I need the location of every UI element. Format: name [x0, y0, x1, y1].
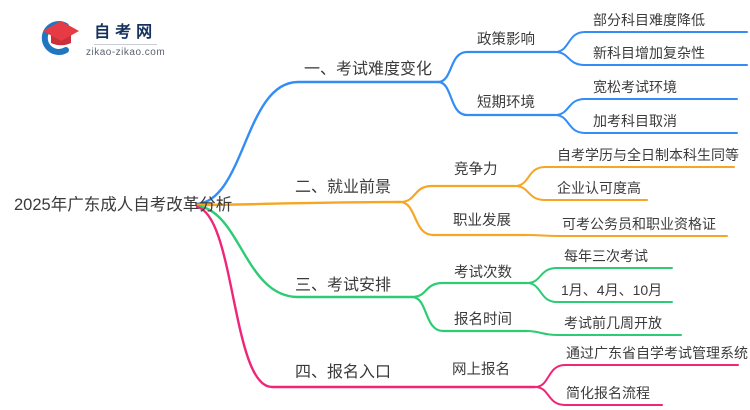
leaf-node-simplified-process[interactable]: 简化报名流程	[566, 385, 650, 401]
wire	[534, 386, 663, 406]
wire	[526, 282, 673, 303]
branch-3-wires	[195, 204, 682, 336]
wire	[195, 200, 402, 207]
branch-4-wires	[195, 205, 739, 406]
wire	[410, 281, 529, 299]
wire	[410, 295, 529, 333]
site-domain: zikao-zikao.com	[86, 47, 166, 58]
sub-node-short-term-environment[interactable]: 短期环境	[477, 95, 535, 111]
leaf-node-subject-difficulty-lower[interactable]: 部分科目难度降低	[593, 12, 705, 28]
wire	[534, 364, 739, 388]
wire	[398, 184, 517, 204]
logo[interactable]: 自考网 zikao-zikao.com	[34, 18, 165, 58]
leaf-node-new-subject-complexity[interactable]: 新科目增加复杂性	[593, 45, 705, 61]
leaf-node-extra-subjects-cancelled[interactable]: 加考科目取消	[593, 113, 677, 129]
logo-text: 自考网 zikao-zikao.com	[86, 18, 165, 58]
sub-node-policy-impact[interactable]: 政策影响	[477, 32, 535, 48]
branch-node-exam-difficulty[interactable]: 一、考试难度变化	[304, 61, 433, 78]
leaf-node-three-exams-per-year[interactable]: 每年三次考试	[564, 248, 648, 264]
wire	[514, 166, 735, 187]
sub-node-competitiveness[interactable]: 竞争力	[454, 162, 498, 178]
wire	[554, 114, 738, 134]
wire	[436, 50, 557, 84]
site-name: 自考网	[94, 18, 158, 45]
wire	[526, 267, 673, 284]
wire	[554, 51, 748, 66]
wire	[514, 185, 648, 201]
wire	[554, 98, 738, 116]
leaf-node-equal-to-fulltime-degree[interactable]: 自考学历与全日制本科生同等	[557, 147, 739, 163]
wire	[436, 80, 557, 117]
branch-2-wires	[195, 166, 735, 237]
graduation-cap-icon	[41, 21, 79, 55]
leaf-node-guangdong-self-study-system[interactable]: 通过广东省自学考试管理系统	[566, 345, 748, 361]
leaf-node-opens-weeks-before-exam[interactable]: 考试前几周开放	[564, 315, 662, 331]
sub-node-exam-frequency[interactable]: 考试次数	[454, 265, 512, 281]
leaf-node-civil-service-and-certificates[interactable]: 可考公务员和职业资格证	[562, 216, 716, 232]
sub-node-career-development[interactable]: 职业发展	[453, 213, 511, 229]
wire	[526, 330, 682, 336]
leaf-node-relaxed-exam-environment[interactable]: 宽松考试环境	[593, 79, 677, 95]
branch-node-exam-schedule[interactable]: 三、考试安排	[295, 277, 392, 294]
branch-node-registration-entry[interactable]: 四、报名入口	[295, 364, 392, 381]
branch-node-employment-prospects[interactable]: 二、就业前景	[295, 179, 392, 196]
leaf-node-exam-months[interactable]: 1月、4月、10月	[561, 282, 663, 298]
wire	[398, 200, 529, 237]
wire	[195, 80, 440, 206]
sub-node-online-registration[interactable]: 网上报名	[452, 362, 510, 378]
wire	[195, 205, 537, 389]
wire	[554, 31, 748, 53]
wire	[195, 204, 414, 299]
root-node[interactable]: 2025年广东成人自考改革分析	[14, 196, 233, 214]
wire	[526, 234, 728, 237]
branch-1-wires	[195, 31, 748, 206]
sub-node-registration-time[interactable]: 报名时间	[454, 312, 512, 328]
leaf-node-high-employer-recognition[interactable]: 企业认可度高	[557, 180, 641, 196]
